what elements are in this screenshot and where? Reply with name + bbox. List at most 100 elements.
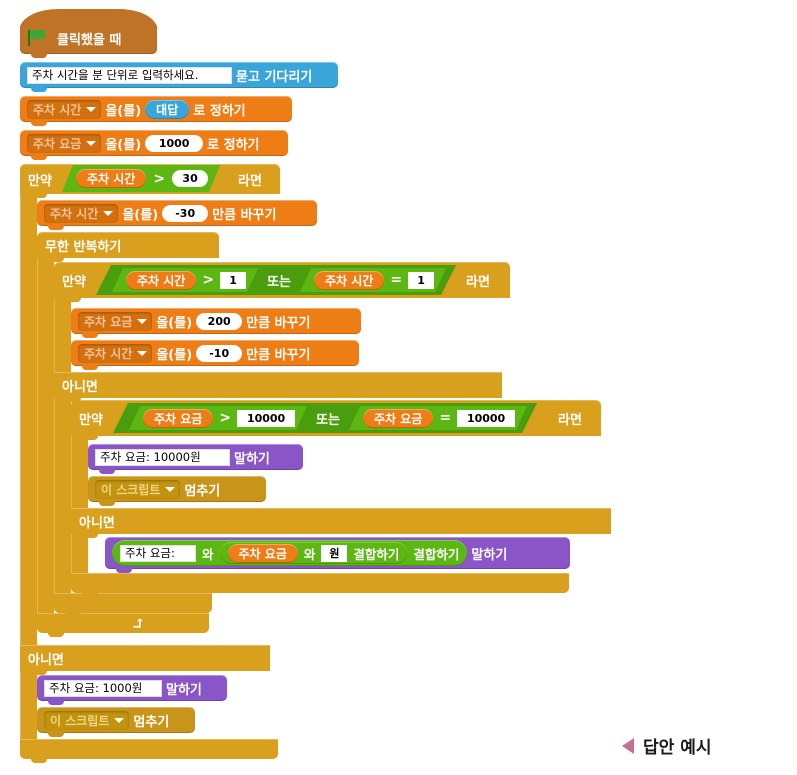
- chevron-down-icon: [114, 717, 125, 723]
- join-suffix-text-input[interactable]: 원: [321, 544, 348, 562]
- outer-if-else-mouth-notch: [31, 671, 47, 675]
- stop-option-dropdown-inner[interactable]: 이 스크립트: [95, 479, 181, 499]
- join-inner-label: 결합하기: [353, 546, 400, 562]
- join-and-label-2: 와: [303, 546, 316, 562]
- if-time-mouth-notch: [65, 298, 81, 302]
- stop-option-dropdown-outer[interactable]: 이 스크립트: [44, 710, 130, 730]
- reporter-parking-fee-a[interactable]: 주차 요금: [143, 409, 213, 428]
- outer-if-else-row: 아니면: [20, 645, 270, 671]
- condition-time-value-a[interactable]: 1: [220, 272, 246, 289]
- condition-time-value-b[interactable]: 1: [408, 272, 434, 289]
- if-fee-else-mouth-notch: [82, 534, 98, 538]
- stop-label-inner: 멈추기: [184, 483, 221, 499]
- join-outer-operator[interactable]: 주차 요금: 와 주차 요금 와 원 결합하기 결합하기: [112, 540, 468, 566]
- or-label-time: 또는: [267, 274, 291, 290]
- change-label-end-1: 만큼 바꾸기: [212, 207, 277, 223]
- forever-loop-header[interactable]: 무한 반복하기: [37, 232, 219, 258]
- stop-this-script-block-inner[interactable]: 이 스크립트 멈추기: [88, 476, 266, 506]
- reporter-parking-time-b[interactable]: 주차 시간: [314, 271, 384, 290]
- join-inner-operator[interactable]: 주차 요금 와 원 결합하기: [219, 542, 408, 564]
- variable-dropdown-parking-time-3[interactable]: 주차 시간: [78, 343, 153, 363]
- say-fee-1000-block[interactable]: 주차 요금: 1000원 말하기: [37, 675, 227, 705]
- say-label-1: 말하기: [234, 451, 270, 467]
- chevron-down-icon: [165, 486, 176, 492]
- chevron-down-icon: [137, 350, 148, 356]
- forever-mouth-notch: [48, 258, 64, 262]
- ask-and-wait-block[interactable]: 주차 시간을 분 단위로 입력하세요. 묻고 기다리기: [20, 62, 338, 92]
- variable-dropdown-parking-fee-2[interactable]: 주차 요금: [78, 311, 153, 331]
- variable-dropdown-parking-fee[interactable]: 주차 요금: [27, 133, 102, 153]
- change-fee-value-input[interactable]: 200: [196, 312, 243, 330]
- if-fee-footer: [71, 573, 569, 597]
- if-time-condition-or[interactable]: 주차 시간 > 1 또는 주차 시간 = 1: [96, 265, 456, 295]
- condition-fee-value-a[interactable]: 10000: [237, 410, 295, 427]
- set-to-label-mid: 을(를): [105, 103, 142, 119]
- condition-fee-value-b[interactable]: 10000: [457, 410, 515, 427]
- event-when-flag-clicked-block[interactable]: 클릭했을 때: [20, 9, 157, 58]
- if-fee-spine-bottom: [71, 534, 88, 573]
- change-fee-label-mid: 을(를): [156, 315, 193, 331]
- reporter-parking-fee-b[interactable]: 주차 요금: [363, 409, 433, 428]
- answer-example-annotation: 답안 예시: [622, 733, 711, 758]
- operator-equals-fee: =: [439, 410, 452, 426]
- condition-fee-equal-10000[interactable]: 주차 요금 = 10000: [349, 406, 527, 430]
- forever-label: 무한 반복하기: [45, 239, 122, 255]
- change-parking-fee-200-block[interactable]: 주차 요금 을(를) 200 만큼 바꾸기: [71, 308, 361, 338]
- left-triangle-icon: [622, 737, 634, 754]
- reporter-parking-fee-join[interactable]: 주차 요금: [227, 543, 298, 563]
- ask-question-input[interactable]: 주차 시간을 분 단위로 입력하세요.: [27, 66, 232, 84]
- change-fee-label-end: 만큼 바꾸기: [246, 315, 311, 331]
- change-time-value-input-1[interactable]: -30: [162, 204, 209, 222]
- outer-if-threshold-input[interactable]: 30: [172, 170, 208, 187]
- ask-and-wait-label: 묻고 기다리기: [236, 69, 313, 85]
- condition-time-equal-1[interactable]: 주차 시간 = 1: [300, 268, 446, 292]
- if-time-spine-bottom: [54, 398, 71, 593]
- say-fee-1000-text-input[interactable]: 주차 요금: 1000원: [44, 679, 162, 697]
- if-time-then-label: 라면: [466, 274, 490, 290]
- outer-if-mouth-notch: [31, 194, 47, 198]
- answer-reporter[interactable]: 대답: [145, 99, 190, 119]
- condition-time-greater-1[interactable]: 주차 시간 > 1: [112, 268, 258, 292]
- change-parking-time-minus10-block[interactable]: 주차 시간 을(를) -10 만큼 바꾸기: [71, 340, 359, 370]
- hat-block-cap: [20, 9, 157, 29]
- green-flag-icon: [28, 30, 47, 46]
- change-time-value-input-2[interactable]: -10: [196, 344, 243, 362]
- loop-repeat-arrow-icon: [132, 617, 145, 629]
- change-label-end-2: 만큼 바꾸기: [246, 347, 311, 363]
- say-label-2: 말하기: [471, 547, 508, 563]
- outer-if-then-label: 라면: [238, 173, 262, 189]
- operator-greater-than-fee: >: [219, 410, 232, 426]
- variable-dropdown-parking-time-2[interactable]: 주차 시간: [44, 203, 119, 223]
- say-fee-10000-text-input[interactable]: 주차 요금: 10000원: [95, 448, 230, 466]
- change-parking-time-minus30-block[interactable]: 주차 시간 을(를) -30 만큼 바꾸기: [37, 200, 317, 230]
- if-time-else-row: 아니면: [54, 372, 502, 398]
- if-fee-mouth-notch: [82, 436, 98, 440]
- condition-fee-greater-10000[interactable]: 주차 요금 > 10000: [129, 406, 307, 430]
- if-fee-else-label: 아니면: [79, 515, 115, 531]
- say-fee-10000-block[interactable]: 주차 요금: 10000원 말하기: [88, 444, 303, 474]
- chevron-down-icon: [86, 106, 97, 112]
- say-joined-fee-block[interactable]: 주차 요금: 와 주차 요금 와 원 결합하기 결합하기 말하기: [105, 537, 570, 573]
- if-time-else-mouth-notch: [65, 398, 81, 402]
- if-fee-label: 만약: [79, 412, 103, 428]
- if-fee-condition-or[interactable]: 주차 요금 > 10000 또는 주차 요금 = 10000: [113, 403, 537, 433]
- reporter-parking-time-a[interactable]: 주차 시간: [126, 271, 196, 290]
- stop-this-script-block-outer[interactable]: 이 스크립트 멈추기: [37, 707, 195, 737]
- outer-if-condition-greater[interactable]: 주차 시간 > 30: [62, 165, 220, 192]
- set-fee-label-mid: 을(를): [105, 137, 142, 153]
- when-flag-clicked-label: 클릭했을 때: [57, 32, 122, 48]
- say-label-3: 말하기: [166, 682, 202, 698]
- operator-equals-b: =: [390, 272, 403, 288]
- reporter-parking-time[interactable]: 주차 시간: [76, 169, 146, 188]
- answer-example-label: 답안 예시: [643, 738, 712, 758]
- set-parking-fee-block[interactable]: 주차 요금 을(를) 1000 로 정하기: [20, 130, 288, 160]
- chevron-down-icon: [137, 318, 148, 324]
- variable-dropdown-parking-time[interactable]: 주차 시간: [27, 99, 102, 119]
- if-time-else-label: 아니면: [62, 379, 98, 395]
- join-outer-label: 결합하기: [413, 546, 460, 562]
- set-parking-time-block[interactable]: 주차 시간 을(를) 대답 로 정하기: [20, 96, 292, 126]
- join-prefix-text-input[interactable]: 주차 요금:: [120, 544, 196, 562]
- outer-if-spine-bottom: [20, 671, 37, 739]
- set-fee-value-input[interactable]: 1000: [145, 134, 204, 152]
- operator-greater-than-a: >: [202, 272, 215, 288]
